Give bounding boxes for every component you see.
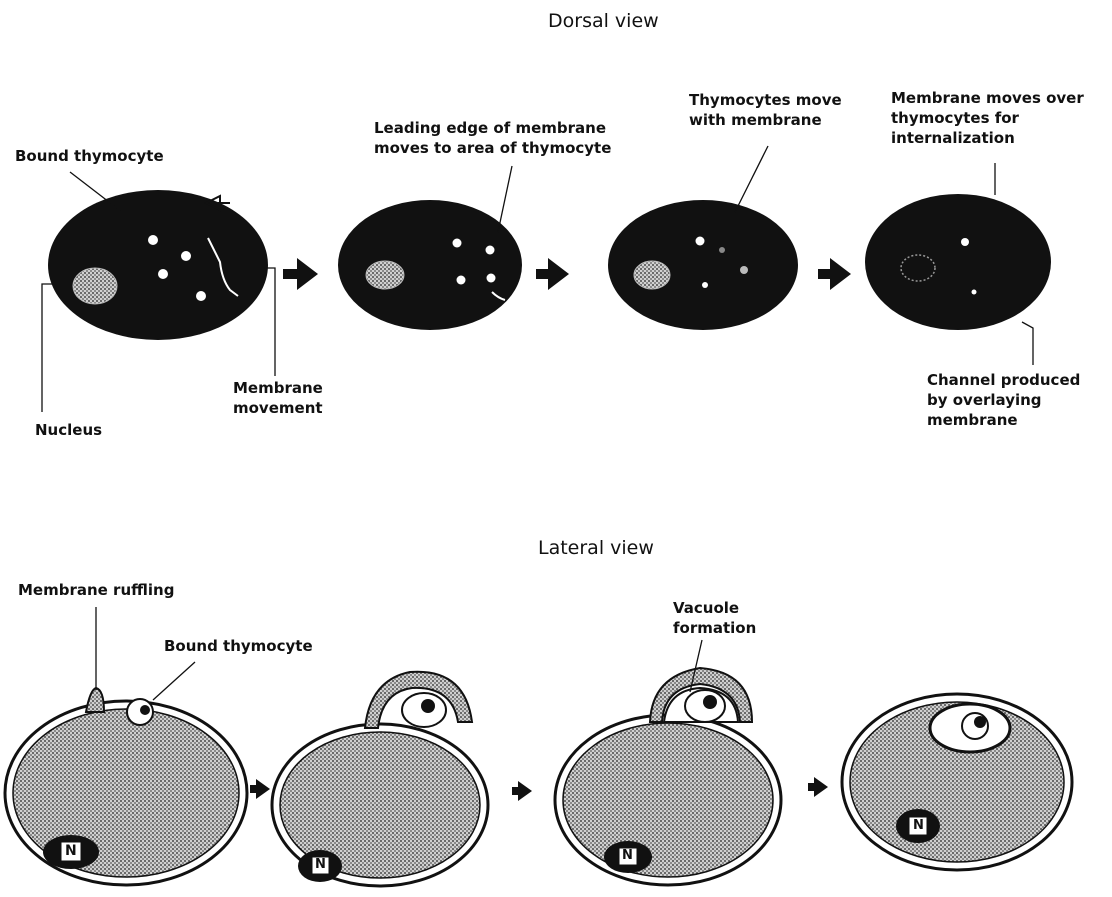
label-channel: Channel produced by overlaying membrane	[927, 370, 1080, 430]
thymocyte	[181, 251, 191, 261]
label-bound-thymocyte: Bound thymocyte	[15, 146, 164, 166]
arrow-right-icon	[250, 779, 270, 799]
lateral-cell-3	[555, 668, 781, 885]
lateral-cell-4	[842, 694, 1072, 870]
membrane-ruffle	[86, 688, 104, 712]
label-lateral-bound-thymocyte: Bound thymocyte	[164, 636, 313, 656]
arrow-right-icon	[818, 258, 851, 290]
thymocyte	[196, 291, 206, 301]
leader-line	[42, 284, 52, 412]
dorsal-nucleus	[634, 261, 670, 289]
thymocyte	[719, 247, 725, 253]
leader-line	[498, 166, 512, 232]
dorsal-nucleus	[366, 261, 404, 289]
leader-line	[1022, 322, 1033, 365]
arrow-right-icon	[512, 781, 532, 801]
label-membrane-moves-over: Membrane moves over thymocytes for inter…	[891, 88, 1112, 148]
label-leading-edge: Leading edge of membrane moves to area o…	[374, 118, 611, 158]
nucleus-letter: N	[913, 816, 924, 836]
arrow-right-icon	[808, 777, 828, 797]
leader-line	[264, 268, 275, 376]
nucleus-letter: N	[622, 846, 633, 866]
lateral-cell-2	[272, 672, 488, 886]
thymocyte	[487, 274, 496, 283]
label-thymocytes-move: Thymocytes move with membrane	[689, 90, 842, 130]
dorsal-cell-3	[608, 200, 798, 330]
thymocyte	[158, 269, 168, 279]
label-membrane-ruffling: Membrane ruffling	[18, 580, 174, 600]
lateral-cell-1	[5, 688, 247, 885]
thymocyte	[961, 238, 969, 246]
dorsal-cell-4	[865, 194, 1051, 330]
arrow-right-icon	[283, 258, 318, 290]
thymocyte	[148, 235, 158, 245]
thymocyte	[453, 239, 462, 248]
thymocyte	[486, 246, 495, 255]
lateral-view-title: Lateral view	[538, 537, 654, 559]
label-membrane-movement: Membrane movement	[233, 378, 323, 418]
nucleus-letter: N	[315, 855, 326, 875]
dorsal-cell-2	[338, 200, 522, 330]
label-vacuole-formation: Vacuole formation	[673, 598, 756, 638]
dorsal-cell-1	[48, 190, 268, 340]
label-nucleus: Nucleus	[35, 420, 102, 440]
thymocyte	[457, 276, 466, 285]
arrow-right-icon	[536, 258, 569, 290]
dorsal-nucleus	[73, 268, 117, 304]
thymocyte	[702, 282, 708, 288]
thymocyte	[696, 237, 705, 246]
thymocyte	[740, 266, 748, 274]
thymocyte	[972, 290, 977, 295]
leader-line	[153, 662, 195, 700]
nucleus-letter: N	[65, 841, 77, 861]
leader-line	[735, 146, 768, 212]
dorsal-view-title: Dorsal view	[548, 10, 659, 32]
